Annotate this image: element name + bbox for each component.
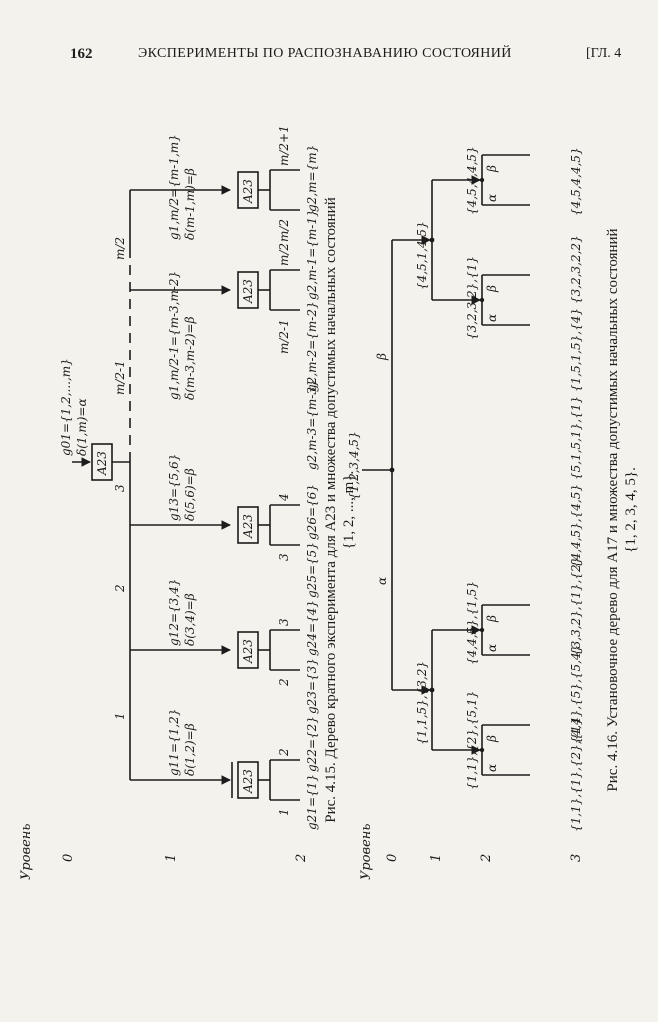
fig2-leaf-4: {4,4,5},{4,5}	[569, 484, 583, 568]
fig1-box-3: A23	[241, 514, 255, 539]
fig2-caption: Рис. 4.16. Установочное дерево для A17 и…	[604, 140, 640, 880]
fig1-caption-line2: {1, 2, ..., m}.	[341, 470, 357, 550]
rotated-figures: Уровень 0 1 2 A23 A23 A23 A23 A23 A23 g0…	[0, 80, 658, 940]
figure-canvas: Уровень 0 1 2 A23 A23 A23 A23 A23 A23 g0…	[19, 125, 584, 880]
fig2-level-1: 1	[429, 854, 444, 862]
fig1-sub-2: 2	[277, 748, 291, 757]
fig1-node-g-2: g12={3,4}	[167, 579, 181, 646]
fig1-leaf-3: g23={3}	[305, 658, 319, 714]
fig1-level-title: Уровень	[19, 824, 34, 880]
fig2-leaf-8: {4,5,4,4,5}	[569, 147, 583, 216]
running-title: ЭКСПЕРИМЕНТЫ ПО РАСПОЗНАВАНИЮ СОСТОЯНИЙ	[138, 46, 512, 61]
fig2-l2-beta-4: β	[485, 165, 499, 173]
fig1-node-g-1: g11={1,2}	[167, 709, 181, 776]
fig1-box-1: A23	[241, 769, 255, 794]
fig1-sub-4: 3	[277, 618, 291, 626]
fig2-l2-alpha-4: α	[485, 194, 499, 202]
fig1-node-d-5: δ(m-1,m)=β	[183, 168, 197, 240]
fig2-l2-alpha-3: α	[485, 314, 499, 322]
fig2-level-2: 2	[479, 854, 494, 863]
fig1-sub-8: m/2	[277, 243, 291, 266]
fig2-l1-left: {1,1,5},{3,2}	[415, 661, 429, 745]
fig2-l2-beta-1: β	[485, 735, 499, 743]
fig1-box-root: A23	[95, 451, 109, 476]
fig1-level-2: 2	[294, 854, 309, 863]
fig1-leaf-2: g22={2}	[305, 716, 319, 772]
fig1-branch-3: 3	[113, 484, 127, 492]
fig1-root-g: g01={1,2,...,m}	[59, 358, 73, 456]
fig1-node-g-4: g1,m/2-1={m-3,m-2}	[167, 271, 181, 400]
fig1-box-2: A23	[241, 639, 255, 664]
fig2-l1-right: {4,5,1,4,5}	[415, 221, 429, 290]
fig2-l2-set-1: {1,1},{2},{5,1}	[465, 691, 479, 790]
fig1-sub-7: m/2-1	[277, 319, 291, 354]
fig2-l2-set-2: {4,4,5},{1,5}	[465, 581, 479, 665]
fig1-branch-2: 2	[113, 584, 127, 593]
fig1-leaf-10: g2,m={m}	[305, 145, 319, 212]
fig2-level-0: 0	[385, 854, 400, 862]
fig1-leaf-8: g2,m-2={m-2}	[305, 301, 319, 392]
fig1-branch-1: 1	[113, 712, 127, 720]
fig1-leaf-4: g24={4}	[305, 600, 319, 656]
fig2-leaf-1: {1,1},{1},{2},{1}	[569, 717, 583, 832]
fig2-level-title: Уровень	[359, 824, 374, 880]
fig1-box-5: A23	[241, 179, 255, 204]
fig1-node-d-2: δ(3,4)=β	[183, 593, 197, 646]
fig1-leaf-1: g21={1}	[305, 774, 319, 830]
fig2-leaf-2: {4,4},{5},{5,4}	[569, 645, 583, 744]
fig1-box-4: A23	[241, 279, 255, 304]
fig2-root-beta: β	[375, 353, 389, 361]
fig1-sub-6: 4	[277, 493, 291, 502]
fig1-level-0: 0	[61, 854, 76, 862]
fig2-caption-line2: {1, 2, 3, 4, 5}.	[623, 467, 639, 553]
page-number: 162	[70, 46, 93, 62]
fig2-leaf-3: {3,3,2},{1},{2}	[569, 557, 583, 656]
fig1-leaf-6: g26={6}	[305, 484, 319, 540]
fig2-leaf-6: {1,5,1,5},{4}	[569, 308, 583, 392]
fig1-sub-1: 1	[277, 808, 291, 816]
fig1-node-g-3: g13={5,6}	[167, 454, 181, 521]
fig2-caption-line1: Рис. 4.16. Установочное дерево для A17 и…	[605, 228, 621, 792]
fig1-sub-9: m/2	[277, 219, 291, 242]
fig1-leaf-9: g2,m-1={m-1}	[305, 209, 319, 300]
fig1-node-d-4: δ(m-3,m-2)=β	[183, 316, 197, 400]
fig2-root-set: {1,2,3,4,5}	[347, 431, 361, 500]
fig1-leaf-5: g25={5}	[305, 542, 319, 598]
fig2-l2-set-4: {4,5,4,4,5}	[465, 146, 479, 215]
fig2-leaf-7: {3,2,3,2,2}	[569, 235, 583, 304]
fig2-l2-alpha-2: α	[485, 644, 499, 652]
fig1-sub-5: 3	[277, 553, 291, 561]
fig2-l2-beta-3: β	[485, 285, 499, 293]
chapter-ref: [ГЛ. 4	[586, 46, 622, 61]
fig1-caption: Рис. 4.15. Дерево кратного эксперимента …	[322, 140, 358, 880]
fig2-l2-set-3: {3,2,3,2},{1}	[465, 256, 479, 340]
fig1-node-d-3: δ(5,6)=β	[183, 468, 197, 521]
fig1-root-d: δ(1,m)=α	[75, 398, 89, 456]
fig1-caption-line1: Рис. 4.15. Дерево кратного эксперимента …	[323, 197, 339, 823]
fig2-l2-beta-2: β	[485, 615, 499, 623]
fig2-level-3: 3	[569, 854, 584, 862]
fig2-leaf-5: {5,1,5,1},{1}	[569, 396, 583, 480]
fig1-level-1: 1	[164, 854, 179, 862]
fig1-leaf-7: g2,m-3={m-3}	[305, 379, 319, 470]
fig1-sub-10: m/2+1	[277, 125, 291, 166]
fig2-l2-alpha-1: α	[485, 764, 499, 772]
fig1-node-g-5: g1,m/2={m-1,m}	[167, 134, 181, 240]
fig1-branch-5: m/2	[113, 237, 127, 260]
fig2-root-alpha: α	[375, 577, 389, 585]
fig1-sub-3: 2	[277, 678, 291, 687]
fig1-branch-4: m/2-1	[113, 360, 127, 395]
fig1-node-d-1: δ(1,2)=β	[183, 723, 197, 776]
